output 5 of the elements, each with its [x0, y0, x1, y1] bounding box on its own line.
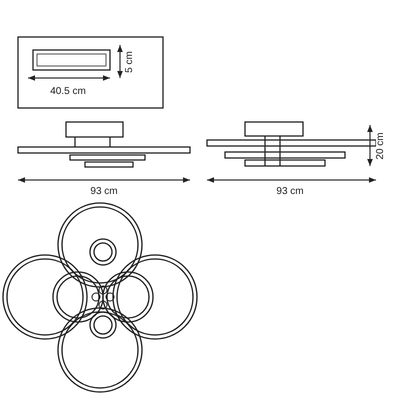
dimension-label: 20 cm — [376, 132, 386, 160]
dimension-label: 5 cm — [125, 51, 135, 73]
dimension-label: 93 cm — [90, 187, 118, 197]
dimension-label: 93 cm — [276, 187, 304, 197]
dimension-label: 40.5 cm — [50, 87, 86, 97]
